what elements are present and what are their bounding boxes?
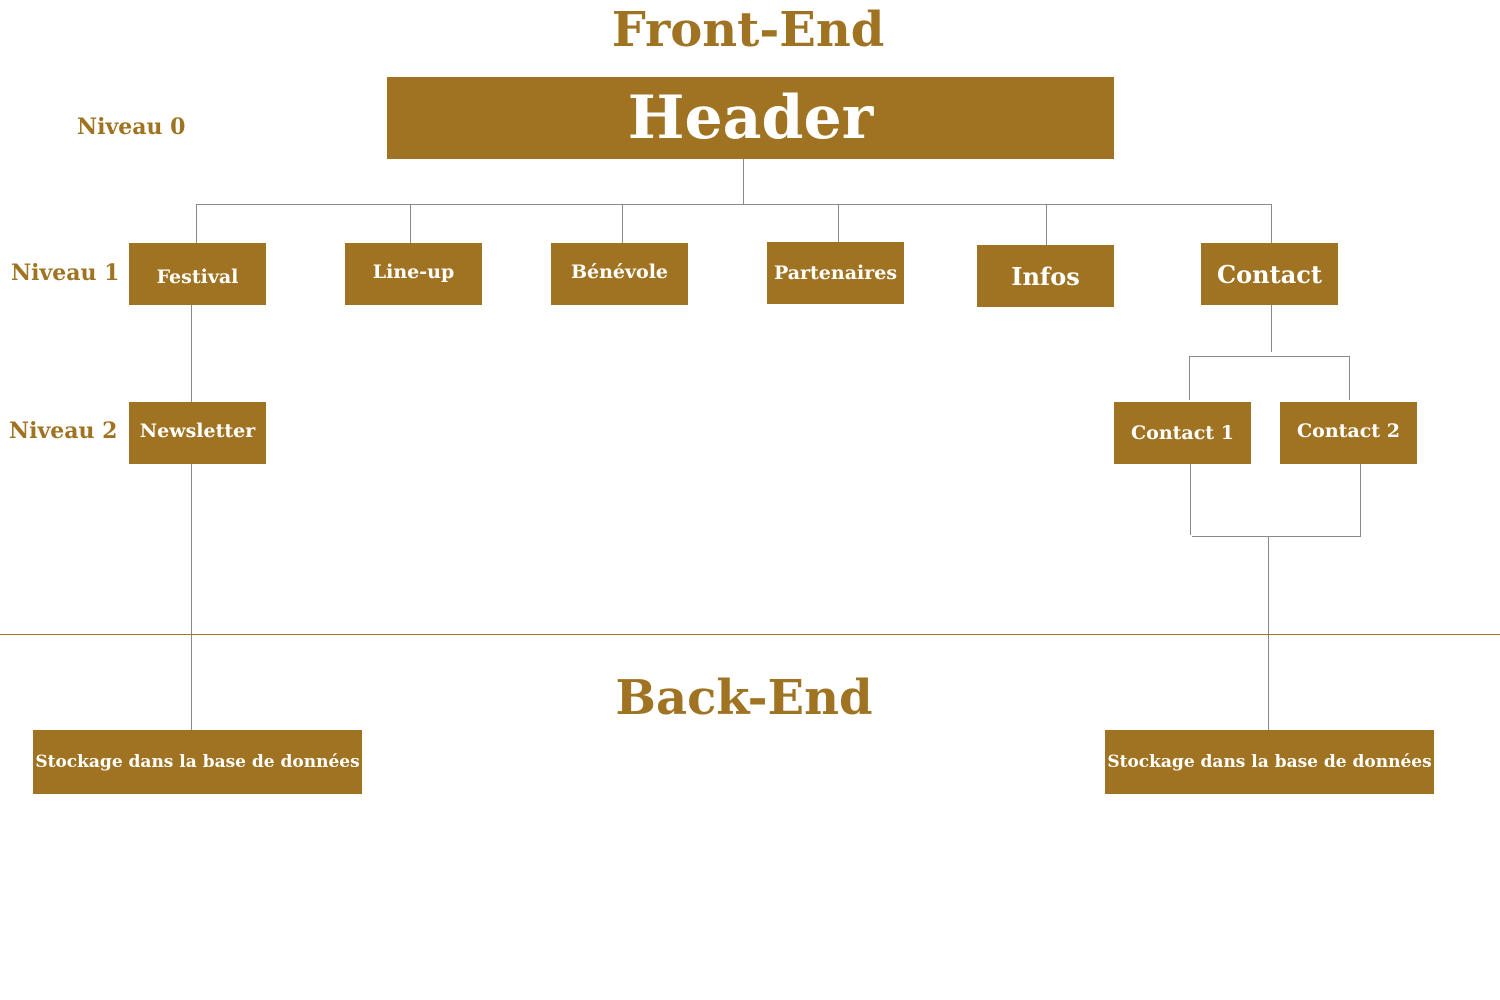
front-back-separator xyxy=(0,634,1500,635)
front-end-title: Front-End xyxy=(611,2,885,58)
contact2-rise xyxy=(1360,464,1361,536)
infos-node: Infos xyxy=(977,245,1114,307)
partenaires-node: Partenaires xyxy=(767,242,904,304)
level1-bus xyxy=(196,204,1271,205)
festival-to-newsletter xyxy=(191,305,192,402)
contact1-node: Contact 1 xyxy=(1114,402,1251,464)
level-0-label: Niveau 0 xyxy=(77,114,186,140)
level-1-label: Niveau 1 xyxy=(11,260,120,286)
benevole-drop xyxy=(622,204,623,243)
header-node: Header xyxy=(387,77,1114,159)
contact-stem xyxy=(1271,305,1272,352)
infos-drop xyxy=(1046,204,1047,245)
level-2-label: Niveau 2 xyxy=(9,418,118,444)
lineup-drop xyxy=(410,204,411,243)
contact1-drop xyxy=(1189,356,1190,400)
header-connector xyxy=(743,159,744,204)
storage-left-node: Stockage dans la base de données xyxy=(33,730,362,794)
contact-drop xyxy=(1271,204,1272,243)
partenaires-drop xyxy=(838,204,839,242)
contact-node: Contact xyxy=(1201,243,1338,305)
benevole-node: Bénévole xyxy=(551,243,688,305)
back-end-title: Back-End xyxy=(615,670,873,726)
newsletter-to-storage xyxy=(191,464,192,730)
contact2-drop xyxy=(1349,356,1350,400)
lineup-node: Line-up xyxy=(345,243,482,305)
newsletter-node: Newsletter xyxy=(129,402,266,464)
contact1-rise xyxy=(1190,464,1191,535)
festival-node: Festival xyxy=(129,243,266,305)
storage-right-node: Stockage dans la base de données xyxy=(1105,730,1434,794)
contact-bus xyxy=(1189,356,1350,357)
contact-to-storage xyxy=(1268,536,1269,730)
contact-merge-bus xyxy=(1192,536,1361,537)
festival-drop xyxy=(196,204,197,243)
contact2-node: Contact 2 xyxy=(1280,402,1417,464)
